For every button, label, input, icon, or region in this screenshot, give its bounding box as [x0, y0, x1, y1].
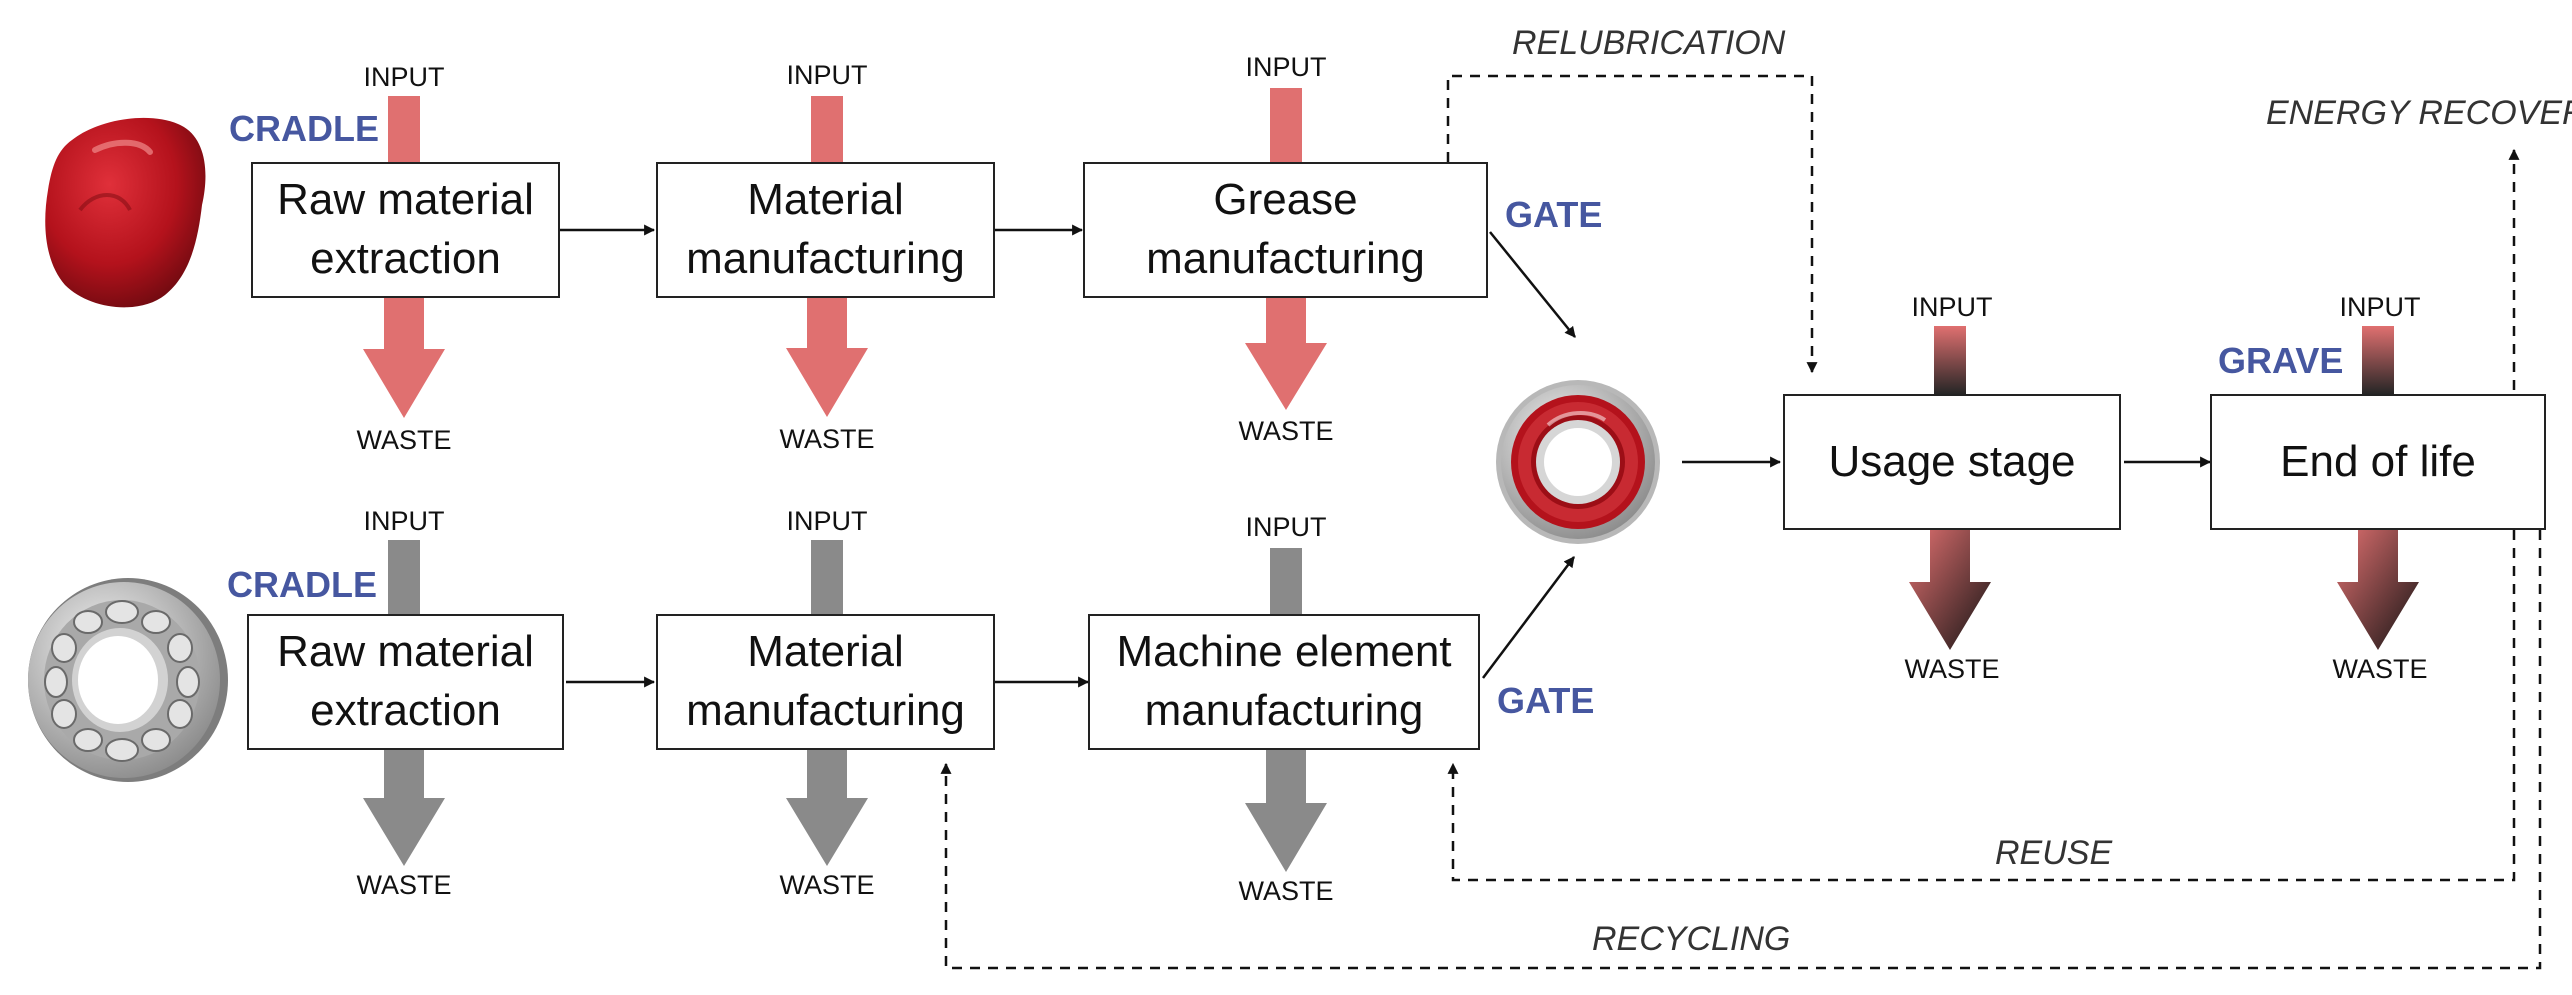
- connector-arrow: [1482, 556, 1575, 679]
- waste-label: WASTE: [356, 870, 452, 900]
- recycling-label: RECYCLING: [1592, 920, 1791, 958]
- input-arrow: [1934, 326, 1966, 394]
- grave-label: GRAVE: [2218, 340, 2344, 381]
- end-of-life-box: End of life: [2210, 394, 2546, 530]
- machine-element-manufacturing-box: Machine element manufacturing: [1088, 614, 1480, 750]
- input-label: INPUT: [363, 506, 445, 536]
- input-arrow: [2362, 326, 2394, 394]
- input-arrow: [811, 540, 843, 614]
- input-label: INPUT: [786, 60, 868, 90]
- waste-arrow: [786, 750, 868, 866]
- waste-label: WASTE: [1238, 876, 1334, 906]
- connector-arrow: [1489, 231, 1576, 338]
- box-label: Material manufacturing: [686, 627, 965, 735]
- input-label: INPUT: [363, 62, 445, 92]
- bottom-raw-material-box: Raw material extraction: [247, 614, 564, 750]
- waste-label: WASTE: [1904, 654, 2000, 684]
- input-arrow: [1270, 548, 1302, 614]
- grease-image: [45, 117, 206, 308]
- reuse-label: REUSE: [1995, 834, 2113, 872]
- gate-label: GATE: [1505, 194, 1603, 235]
- waste-arrow: [363, 750, 445, 866]
- relubrication-label: RELUBRICATION: [1512, 24, 1786, 62]
- input-arrow: [811, 96, 843, 162]
- usage-stage-box: Usage stage: [1783, 394, 2121, 530]
- top-raw-material-box: Raw material extraction: [251, 162, 560, 298]
- greased-bearing-image: [1496, 380, 1660, 544]
- grease-manufacturing-box: Grease manufacturing: [1083, 162, 1488, 298]
- waste-arrow: [1245, 750, 1327, 872]
- input-label: INPUT: [2339, 292, 2421, 322]
- waste-label: WASTE: [779, 424, 875, 454]
- box-label: Usage stage: [1828, 436, 2076, 486]
- bottom-material-manufacturing-box: Material manufacturing: [656, 614, 995, 750]
- recycling-loop: [940, 530, 2542, 970]
- box-label: Machine element manufacturing: [1116, 627, 1452, 735]
- gate-label: GATE: [1497, 680, 1595, 721]
- waste-label: WASTE: [779, 870, 875, 900]
- top-material-manufacturing-box: Material manufacturing: [656, 162, 995, 298]
- input-arrow: [388, 540, 420, 614]
- cradle-label: CRADLE: [229, 108, 379, 149]
- input-label: INPUT: [786, 506, 868, 536]
- relubrication-loop: [1446, 74, 1818, 374]
- box-label: Grease manufacturing: [1146, 175, 1425, 283]
- input-arrow: [1270, 88, 1302, 162]
- waste-arrow: [1909, 530, 1991, 650]
- cradle-label: CRADLE: [227, 564, 377, 605]
- box-label: Raw material extraction: [277, 175, 534, 283]
- input-label: INPUT: [1911, 292, 1993, 322]
- input-label: INPUT: [1245, 512, 1327, 542]
- input-arrow: [388, 96, 420, 162]
- box-label: Material manufacturing: [686, 175, 965, 283]
- waste-label: WASTE: [356, 425, 452, 455]
- roller-bearing-image: [28, 578, 228, 782]
- waste-arrow: [1245, 298, 1327, 410]
- waste-label: WASTE: [1238, 416, 1334, 446]
- energy-recovery-label: ENERGY RECOVERY: [2266, 94, 2572, 132]
- waste-arrow: [363, 298, 445, 418]
- waste-arrow: [786, 298, 868, 417]
- box-label: End of life: [2280, 436, 2476, 486]
- box-label: Raw material extraction: [277, 627, 534, 735]
- waste-arrow: [2337, 530, 2419, 650]
- input-label: INPUT: [1245, 52, 1327, 82]
- waste-label: WASTE: [2332, 654, 2428, 684]
